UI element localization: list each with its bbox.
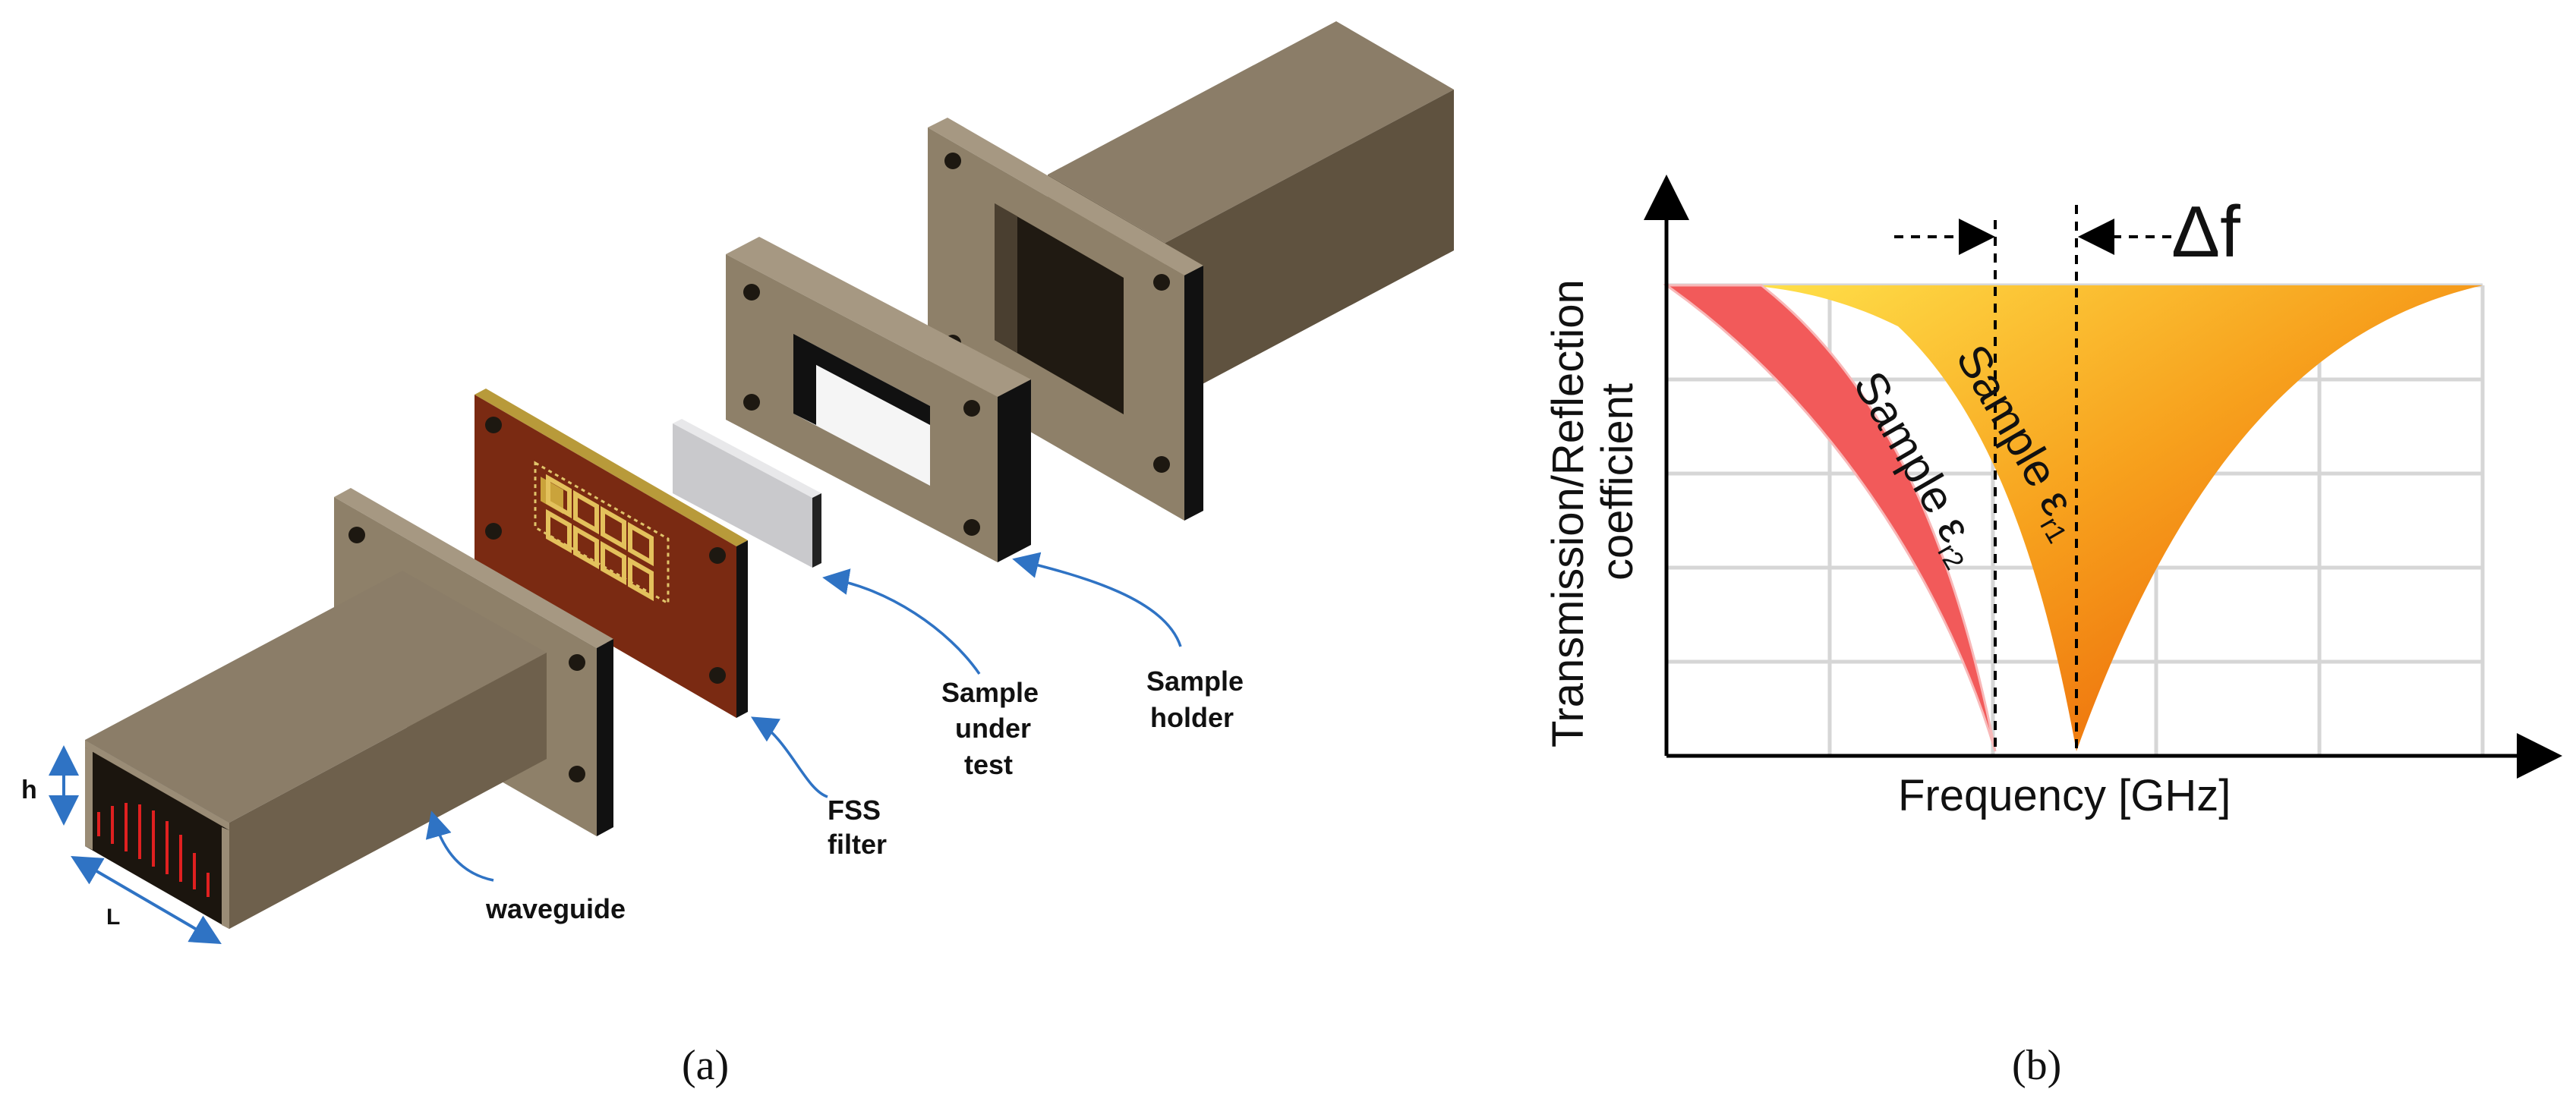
y-axis-label-1: Transmission/Reflection [1543,279,1593,747]
label-holder-2: holder [1150,702,1234,733]
label-l: L [106,905,120,930]
curve-sample-er2 [1663,284,1997,752]
sample-holder [726,237,1031,562]
curve-sample-er1 [1746,285,2483,751]
pointer-fss [751,716,828,798]
x-axis-label: Frequency [GHz] [1898,771,2231,820]
panel-a: h L waveguide FSS filter Sample under te… [21,21,1454,1089]
y-axis-label-2: coefficient [1593,383,1642,581]
pointer-sample-holder [1012,552,1182,647]
label-sut-2: under [955,713,1031,744]
label-fss-1: FSS [828,795,881,826]
dimension-l-arrow [71,855,222,945]
sample-under-test [673,419,821,568]
panel-b: Δf Sample εr2 Sample εr1 Transmission/Re… [1543,175,2562,1089]
fss-filter [475,389,748,718]
left-waveguide [85,488,613,929]
caption-a: (a) [682,1042,729,1089]
caption-b: (b) [2012,1042,2061,1089]
right-waveguide [928,21,1454,521]
label-h: h [21,776,37,804]
label-sut-1: Sample [941,677,1039,708]
label-waveguide: waveguide [485,893,626,924]
label-sut-3: test [964,749,1013,780]
label-holder-1: Sample [1146,666,1244,697]
delta-f-label: Δf [2171,191,2240,272]
pointer-waveguide [425,810,494,882]
label-fss-2: filter [828,829,887,860]
fss-cells [546,474,654,602]
pointer-sample-under-test [822,568,981,675]
